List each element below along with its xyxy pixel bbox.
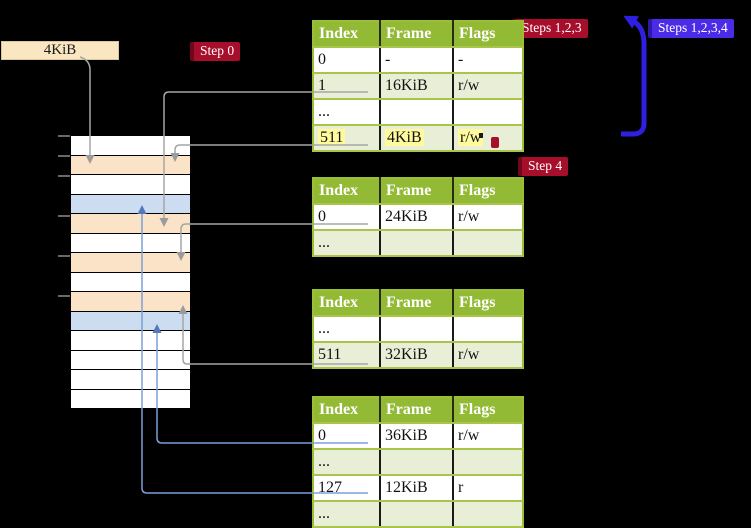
column-header-flags: Flags bbox=[453, 178, 523, 205]
page-size-label: 4KiB bbox=[1, 41, 119, 60]
table-cell: ... bbox=[313, 316, 381, 343]
memory-frame-row-12kib bbox=[71, 194, 190, 214]
memory-frame-row-0kib bbox=[71, 136, 190, 156]
highlighted-value: 511 bbox=[318, 129, 346, 146]
column-header-index: Index bbox=[313, 290, 381, 317]
table-cell bbox=[453, 449, 523, 476]
memory-address-ticks bbox=[58, 135, 70, 297]
table-row: ... bbox=[313, 501, 523, 528]
table-row: ... bbox=[313, 316, 523, 343]
badge-step-0: Step 0 bbox=[190, 42, 241, 61]
table-cell: - bbox=[380, 47, 454, 74]
table-cell: r bbox=[453, 475, 523, 502]
table-cell: 16KiB bbox=[380, 73, 454, 100]
steps-loop-arrow bbox=[621, 15, 647, 137]
table-cell bbox=[453, 99, 523, 126]
memory-frame-row-48kib bbox=[71, 370, 190, 390]
column-header-index: Index bbox=[313, 21, 381, 48]
highlighted-value: 4KiB bbox=[385, 129, 424, 146]
table-cell bbox=[453, 501, 523, 528]
table-row: 511 4KiB r/w bbox=[313, 125, 523, 152]
table-cell bbox=[380, 230, 454, 257]
column-header-frame: Frame bbox=[380, 397, 454, 424]
table-cell: - bbox=[453, 47, 523, 74]
table-cell: 4KiB bbox=[380, 125, 454, 152]
memory-frame-row-16kib bbox=[71, 214, 190, 234]
table-row: ... bbox=[313, 230, 523, 257]
table-row: ... bbox=[313, 99, 523, 126]
table-cell: ... bbox=[313, 501, 381, 528]
memory-frame-row-52kib bbox=[71, 389, 190, 409]
column-header-frame: Frame bbox=[380, 290, 454, 317]
table-row: ... bbox=[313, 449, 523, 476]
memory-frame-row-44kib bbox=[71, 350, 190, 370]
column-header-flags: Flags bbox=[453, 290, 523, 317]
memory-frame-row-20kib bbox=[71, 233, 190, 253]
table-cell: ... bbox=[313, 99, 381, 126]
memory-frame-row-36kib bbox=[71, 311, 190, 331]
table-cell: r/w bbox=[453, 342, 523, 369]
table-cell bbox=[453, 230, 523, 257]
badge-steps-1-2-3: Steps 1,2,3 bbox=[512, 19, 588, 38]
table-cell: 36KiB bbox=[380, 423, 454, 450]
table-cell: 511 bbox=[313, 342, 381, 369]
table-cell: 0 bbox=[313, 204, 381, 231]
memory-frame-row-4kib bbox=[71, 155, 190, 175]
table-cell: 511 bbox=[313, 125, 381, 152]
badge-steps-1-2-3-4: Steps 1,2,3,4 bbox=[648, 19, 734, 38]
table-row: 0-- bbox=[313, 47, 523, 74]
table-cell bbox=[380, 316, 454, 343]
column-header-flags: Flags bbox=[453, 397, 523, 424]
table-cell: 24KiB bbox=[380, 204, 454, 231]
memory-frame-row-32kib bbox=[71, 292, 190, 312]
table-cell: 32KiB bbox=[380, 342, 454, 369]
table-cell: r/w bbox=[453, 125, 523, 152]
column-header-flags: Flags bbox=[453, 21, 523, 48]
table-cell: ... bbox=[313, 449, 381, 476]
table-cell: 1 bbox=[313, 73, 381, 100]
memory-frame-row-24kib bbox=[71, 253, 190, 273]
table-cell: 127 bbox=[313, 475, 381, 502]
column-header-frame: Frame bbox=[380, 178, 454, 205]
column-header-index: Index bbox=[313, 397, 381, 424]
memory-frame-row-28kib bbox=[71, 272, 190, 292]
physical-memory-column bbox=[71, 136, 190, 409]
table-cell bbox=[380, 449, 454, 476]
table-cell: r/w bbox=[453, 204, 523, 231]
table-cell: 0 bbox=[313, 423, 381, 450]
table-cell bbox=[380, 501, 454, 528]
table-cell bbox=[380, 99, 454, 126]
highlighted-value: r/w bbox=[458, 129, 484, 146]
table-cell: 12KiB bbox=[380, 475, 454, 502]
column-header-index: Index bbox=[313, 178, 381, 205]
column-header-frame: Frame bbox=[380, 21, 454, 48]
table-cell: 0 bbox=[313, 47, 381, 74]
memory-frame-row-40kib bbox=[71, 331, 190, 351]
memory-frame-row-8kib bbox=[71, 175, 190, 195]
table-cell: ... bbox=[313, 230, 381, 257]
table-cell: r/w bbox=[453, 423, 523, 450]
badge-step-4: Step 4 bbox=[518, 157, 569, 176]
table-cell: r/w bbox=[453, 73, 523, 100]
table-cell bbox=[453, 316, 523, 343]
